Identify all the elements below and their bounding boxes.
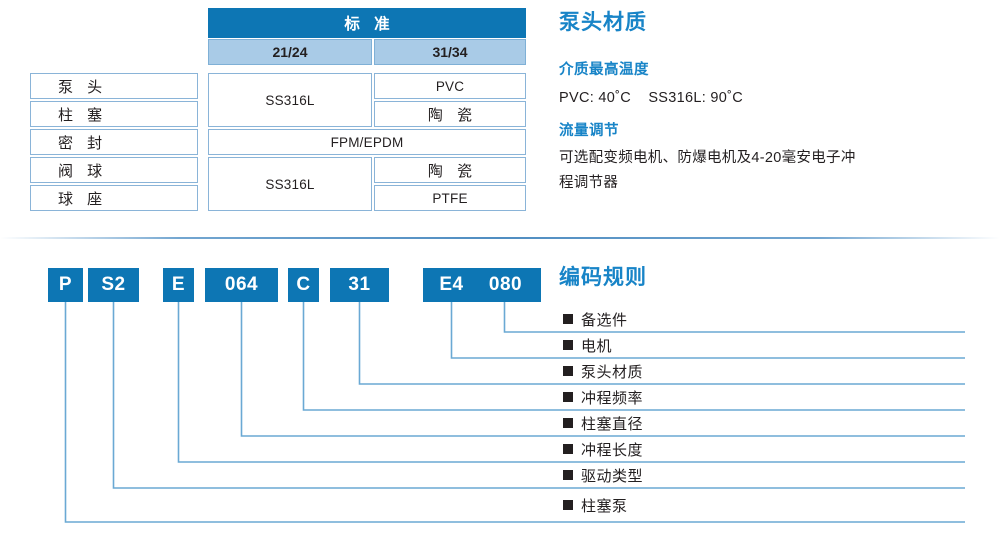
square-bullet-icon xyxy=(563,444,573,454)
square-bullet-icon xyxy=(563,392,573,402)
legend-item-pump-head-material: 泵头材质 xyxy=(563,358,643,384)
value-ceramic-bottom: 陶 瓷 xyxy=(374,157,526,183)
row-label-ball-seat: 球 座 xyxy=(30,185,198,211)
value-ss316l-bottom: SS316L xyxy=(208,157,372,211)
value-ptfe: PTFE xyxy=(374,185,526,211)
code-segment-080[interactable]: 080 xyxy=(470,268,541,302)
square-bullet-icon xyxy=(563,500,573,510)
legend-item-drive-type: 驱动类型 xyxy=(563,462,643,488)
value-ceramic-top: 陶 瓷 xyxy=(374,101,526,127)
row-label-valve-ball: 阀 球 xyxy=(30,157,198,183)
legend-label: 电机 xyxy=(581,337,613,355)
legend-item-plunger-diameter: 柱塞直径 xyxy=(563,410,643,436)
specification-table: 标 准 21/24 31/34 泵 头 柱 塞 密 封 阀 球 球 座 SS31… xyxy=(30,8,526,211)
code-segment-p[interactable]: P xyxy=(48,268,83,302)
legend-item-stroke-frequency: 冲程频率 xyxy=(563,384,643,410)
code-segment-c[interactable]: C xyxy=(288,268,319,302)
legend-item-optional-parts: 备选件 xyxy=(563,306,628,332)
flow-adjustment-line-1: 可选配变频电机、防爆电机及4-20毫安电子冲 xyxy=(559,150,856,166)
legend-label: 驱动类型 xyxy=(581,467,644,485)
value-ss316l-top: SS316L xyxy=(208,73,372,127)
flow-adjustment-line-2: 程调节器 xyxy=(559,175,619,191)
square-bullet-icon xyxy=(563,366,573,376)
square-bullet-icon xyxy=(563,314,573,324)
square-bullet-icon xyxy=(563,418,573,428)
table-subheader-31-34: 31/34 xyxy=(374,39,526,65)
square-bullet-icon xyxy=(563,470,573,480)
table-header-standard: 标 准 xyxy=(208,8,526,38)
section-divider xyxy=(0,237,1000,239)
max-media-temperature-value: PVC: 40˚C SS316L: 90˚C xyxy=(559,90,743,106)
legend-item-plunger-pump: 柱塞泵 xyxy=(563,492,628,518)
square-bullet-icon xyxy=(563,340,573,350)
row-label-seal: 密 封 xyxy=(30,129,198,155)
legend-label: 备选件 xyxy=(581,311,628,329)
value-pvc: PVC xyxy=(374,73,526,99)
row-label-plunger: 柱 塞 xyxy=(30,101,198,127)
code-segment-31[interactable]: 31 xyxy=(330,268,389,302)
legend-label: 柱塞直径 xyxy=(581,415,644,433)
row-label-pump-head: 泵 头 xyxy=(30,73,198,99)
pump-head-title: 泵头材质 xyxy=(559,11,647,34)
code-segment-e[interactable]: E xyxy=(163,268,194,302)
legend-label: 柱塞泵 xyxy=(581,497,628,515)
table-subheader-21-24: 21/24 xyxy=(208,39,372,65)
pump-head-material-panel: 泵头材质 介质最高温度 PVC: 40˚C SS316L: 90˚C 流量调节 … xyxy=(559,10,979,196)
code-segment-s2[interactable]: S2 xyxy=(88,268,139,302)
legend-item-stroke-length: 冲程长度 xyxy=(563,436,643,462)
legend-label: 冲程长度 xyxy=(581,441,644,459)
max-media-temperature-heading: 介质最高温度 xyxy=(559,62,649,78)
value-fpm-epdm: FPM/EPDM xyxy=(208,129,526,155)
legend-item-motor: 电机 xyxy=(563,332,612,358)
coding-rule-title: 编码规则 xyxy=(559,266,647,289)
flow-adjustment-heading: 流量调节 xyxy=(559,123,619,139)
legend-label: 泵头材质 xyxy=(581,363,644,381)
legend-label: 冲程频率 xyxy=(581,389,644,407)
code-segment-064[interactable]: 064 xyxy=(205,268,278,302)
